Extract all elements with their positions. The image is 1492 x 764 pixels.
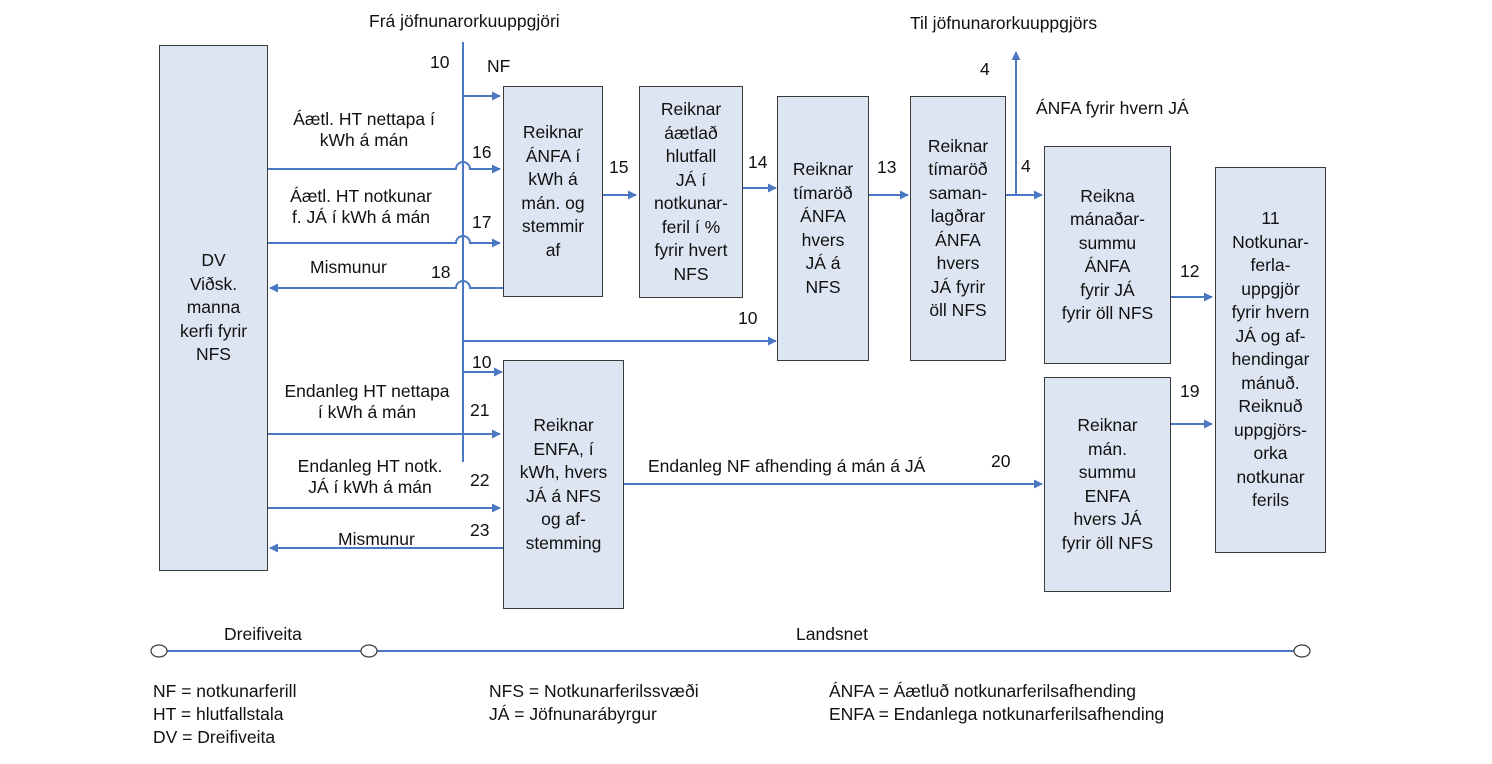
number-label: 16 (472, 142, 492, 162)
label-endanleg-notk: Endanleg HT notk. JÁ í kWh á mán (297, 456, 443, 497)
scale-node-middle (360, 644, 378, 658)
box-reiknar-anfa: Reiknar ÁNFA í kWh á mán. og stemmir af (503, 86, 603, 297)
number-label: 14 (748, 152, 768, 172)
number-label: 4 (1021, 156, 1031, 176)
box-man-summa-enfa: Reiknar mán. summu ENFA hvers JÁ fyrir ö… (1044, 377, 1171, 592)
box-reiknar-hlutfall: Reiknar áætlað hlutfall JÁ í notkunar- f… (639, 86, 743, 298)
number-label: 18 (431, 262, 451, 282)
arrow-18 (269, 280, 503, 293)
label-aaetl-notkun: Áætl. HT notkunar f. JÁ í kWh á mán (290, 186, 432, 227)
legend-col-2: NFS = Notkunarferilssvæði JÁ = Jöfnunará… (489, 681, 699, 724)
number-label: 17 (472, 212, 492, 232)
label-aaetl-nettap: Áætl. HT nettapa í kWh á mán (293, 109, 435, 150)
number-label: 19 (1180, 381, 1200, 401)
scale-node-right (1293, 644, 1311, 658)
number-label: 10 (738, 308, 758, 328)
label-anfa-hvern: ÁNFA fyrir hvern JÁ (1036, 98, 1189, 118)
legend-col-1: NF = notkunarferill HT = hlutfallstala D… (153, 681, 297, 747)
number-label: 20 (991, 451, 1011, 471)
label-dreifiveita: Dreifiveita (224, 624, 302, 644)
label-endanleg-nf: Endanleg NF afhending á mán á JÁ (648, 456, 926, 476)
number-label: 21 (470, 400, 490, 420)
number-label: 23 (470, 520, 490, 540)
number-label: 15 (609, 157, 629, 177)
number-label: 4 (980, 59, 990, 79)
label-endanleg-nettap: Endanleg HT nettapa í kWh á mán (284, 381, 450, 422)
box-uppgjor: 11 Notkunar- ferla- uppgjör fyrir hvern … (1215, 167, 1326, 553)
arrow-17 (266, 235, 501, 248)
arrow-16 (266, 161, 501, 174)
box-timarod-samanlagdrar: Reiknar tímaröð saman- lagðrar ÁNFA hver… (910, 96, 1006, 361)
box-reiknar-enfa: Reiknar ENFA, í kWh, hvers JÁ á NFS og a… (503, 360, 624, 609)
label-landsnet: Landsnet (796, 624, 869, 644)
box-dv: DV Viðsk. manna kerfi fyrir NFS (159, 45, 268, 571)
label-nf: NF (487, 56, 511, 76)
box-manadarsumma: Reikna mánaðar- summu ÁNFA fyrir JÁ fyri… (1044, 146, 1171, 364)
label-mismunur-1: Mismunur (310, 257, 387, 277)
number-label: 10 (472, 352, 492, 372)
box-timarod-anfa: Reiknar tímaröð ÁNFA hvers JÁ á NFS (777, 96, 869, 361)
number-label: 10 (430, 52, 450, 72)
label-mismunur-2: Mismunur (338, 529, 415, 549)
label-fra: Frá jöfnunarorkuuppgjöri (369, 11, 560, 31)
scale-node-left (150, 644, 168, 658)
number-label: 13 (877, 157, 897, 177)
label-til: Til jöfnunarorkuuppgjörs (910, 13, 1098, 33)
legend-col-3: ÁNFA = Áætluð notkunarferilsafhending EN… (829, 681, 1165, 724)
number-label: 12 (1180, 261, 1200, 281)
number-label: 22 (470, 470, 490, 490)
